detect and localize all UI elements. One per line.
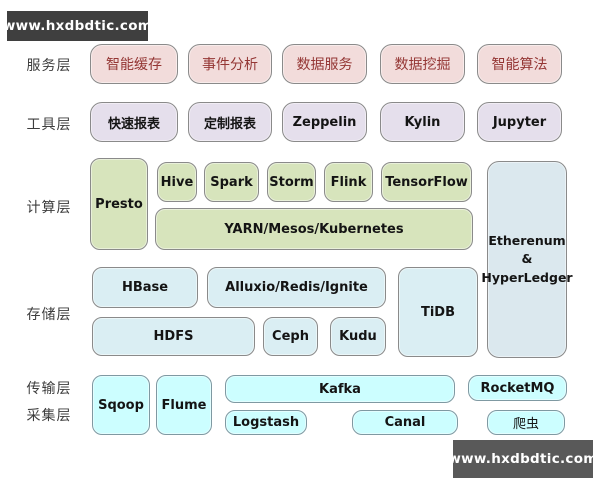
node-custom-report: 定制报表 — [188, 102, 272, 142]
node-alluxio-redis-ignite: Alluxio/Redis/Ignite — [207, 267, 386, 308]
node-presto: Presto — [90, 158, 148, 250]
node-fast-report: 快速报表 — [90, 102, 178, 142]
node-spark: Spark — [204, 162, 259, 202]
node-canal: Canal — [352, 410, 458, 435]
node-ethereum-hyperledger: Etherenum & HyperLedger — [481, 161, 573, 358]
blockchain-line2: & — [521, 251, 533, 267]
node-hive: Hive — [157, 162, 197, 202]
node-yarn-mesos-kubernetes: YARN/Mesos/Kubernetes — [155, 208, 473, 250]
node-flume: Flume — [156, 375, 212, 435]
node-kylin: Kylin — [380, 102, 465, 142]
layer-label-storage: 存储层 — [26, 307, 72, 323]
blockchain-line1: Etherenum — [488, 233, 566, 249]
node-smart-cache: 智能缓存 — [90, 44, 178, 84]
layer-label-collection: 采集层 — [26, 408, 72, 424]
node-sqoop: Sqoop — [92, 375, 150, 435]
layer-label-service: 服务层 — [26, 58, 72, 74]
layer-label-compute: 计算层 — [26, 200, 72, 216]
node-smart-algorithm: 智能算法 — [477, 44, 562, 84]
node-data-mining: 数据挖掘 — [380, 44, 465, 84]
node-kudu: Kudu — [330, 317, 386, 356]
node-kafka: Kafka — [225, 375, 455, 403]
node-logstash: Logstash — [225, 410, 307, 435]
node-data-service: 数据服务 — [282, 44, 367, 84]
node-crawler: 爬虫 — [487, 410, 565, 435]
blockchain-line3: HyperLedger — [481, 269, 573, 285]
node-tidb: TiDB — [398, 267, 478, 357]
layer-label-tool: 工具层 — [26, 117, 72, 133]
node-tensorflow: TensorFlow — [381, 162, 472, 202]
node-jupyter: Jupyter — [477, 102, 562, 142]
node-flink: Flink — [324, 162, 373, 202]
node-rocketmq: RocketMQ — [468, 375, 567, 401]
watermark-bottom: www.hxdbdtic.com — [448, 440, 597, 478]
node-hbase: HBase — [92, 267, 198, 308]
node-event-analysis: 事件分析 — [188, 44, 272, 84]
node-hdfs: HDFS — [92, 317, 255, 356]
layer-label-transport: 传输层 — [26, 381, 72, 397]
node-zeppelin: Zeppelin — [282, 102, 367, 142]
node-storm: Storm — [267, 162, 316, 202]
watermark-top: www.hxdbdtic.com — [3, 11, 152, 41]
node-ceph: Ceph — [263, 317, 318, 356]
